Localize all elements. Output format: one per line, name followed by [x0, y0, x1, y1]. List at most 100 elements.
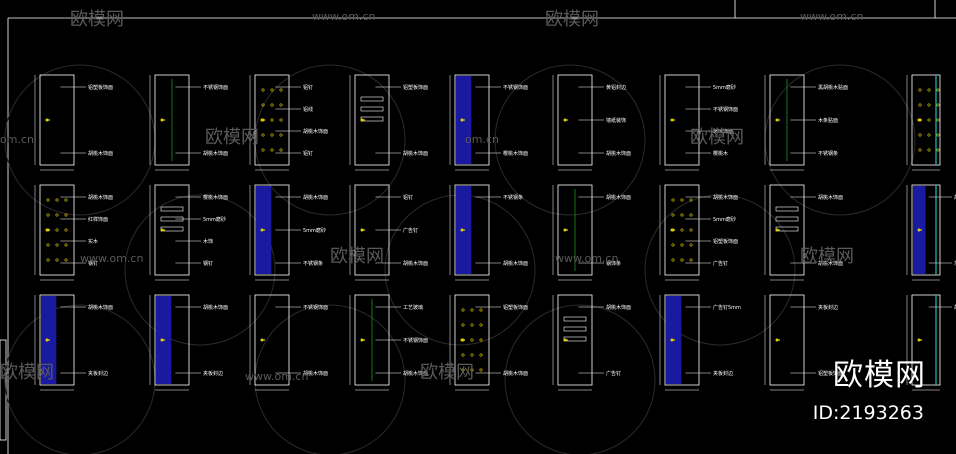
door-stud	[927, 133, 931, 137]
door-stud	[55, 258, 59, 262]
door-lock	[670, 228, 674, 232]
material-label: 5mm磨砂	[303, 227, 326, 234]
material-label: 铝塑板饰面	[88, 84, 113, 91]
material-label: 胡桃木饰面	[954, 194, 956, 201]
door-stud	[927, 103, 931, 107]
door-frame	[769, 294, 805, 386]
door-stud	[261, 148, 265, 152]
material-label: 广告钉	[403, 227, 418, 234]
door-lock	[460, 338, 464, 342]
material-label: 5mm磨砂	[713, 84, 736, 91]
corner-brand-logo: 欧模网	[833, 358, 926, 393]
door-elevations: 铝塑板饰面胡桃木饰面不锈钢饰面胡桃木饰面铝钉铝线胡桃木饰面铝钉铝塑板饰面胡桃木饰…	[34, 74, 956, 391]
corner-id-label: ID:2193263	[812, 402, 924, 424]
door-stud	[680, 198, 684, 202]
door-stud	[270, 88, 274, 92]
door-stud	[279, 103, 283, 107]
door-stud	[927, 148, 931, 152]
door-lock	[45, 228, 49, 232]
material-label: 胡桃木饰面	[203, 304, 228, 311]
material-label: 胡桃木饰面	[88, 304, 113, 311]
door-frame	[911, 74, 941, 166]
door-stud	[64, 243, 68, 247]
material-label: 不锈钢饰面	[203, 84, 228, 91]
door-slot	[360, 96, 384, 102]
door-frame	[154, 184, 190, 276]
door-stud	[918, 103, 922, 107]
door-lock	[670, 118, 674, 122]
door-lock	[563, 228, 567, 232]
door-frame	[664, 294, 700, 386]
door-stud	[936, 88, 940, 92]
door-lock	[160, 118, 164, 122]
door-lock	[460, 118, 464, 122]
material-label: 胡桃木饰面	[403, 370, 428, 377]
material-label: 胡桃木饰面	[818, 260, 843, 267]
material-label: 胡桃木饰面	[606, 304, 631, 311]
material-label: 胡桃木饰面	[303, 370, 328, 377]
door-stud	[461, 368, 465, 372]
door-slot	[360, 106, 384, 112]
door-stud	[479, 353, 483, 357]
door-stud	[479, 323, 483, 327]
door-stud	[55, 198, 59, 202]
door-stud	[461, 308, 465, 312]
material-label: 胡桃木饰面	[818, 194, 843, 201]
material-label: 不锈钢条	[303, 260, 323, 267]
door-stud	[470, 353, 474, 357]
door-stud	[470, 368, 474, 372]
door-frame	[454, 184, 490, 276]
watermark-brand: 欧模网	[0, 362, 54, 383]
door-frame	[154, 74, 190, 166]
material-label: 玻璃饰面	[713, 128, 733, 135]
door-stud	[927, 118, 931, 122]
door-stud	[461, 323, 465, 327]
material-label: 夹板封边	[818, 304, 838, 311]
door-stud	[270, 133, 274, 137]
watermark-brand: 欧模网	[205, 127, 259, 148]
door-stud	[279, 118, 283, 122]
watermark-brand: 欧模网	[420, 362, 474, 383]
material-label: 不锈钢条	[818, 150, 838, 157]
material-label: 不锈钢饰面	[713, 106, 738, 113]
door-lock	[260, 118, 264, 122]
door-stud	[936, 118, 940, 122]
watermark-url: www.om.cn	[800, 10, 863, 23]
door-stud	[479, 308, 483, 312]
material-label: 铝塑板饰面	[503, 304, 528, 311]
material-label: 胡桃木饰面	[88, 150, 113, 157]
door-stud	[470, 338, 474, 342]
material-label: 胡桃木饰面	[503, 370, 528, 377]
door-frame	[254, 74, 290, 166]
door-frame	[664, 184, 700, 276]
door-stud	[918, 133, 922, 137]
material-label: 木饰	[203, 238, 213, 245]
door-stud	[270, 148, 274, 152]
watermark-brand: 欧模网	[330, 246, 384, 267]
door-stud	[680, 258, 684, 262]
material-label: 樱桃木	[713, 150, 728, 157]
door-lock	[160, 228, 164, 232]
door-stud	[689, 243, 693, 247]
material-label: 不锈钢条	[503, 194, 523, 201]
material-label: 铝塑板饰面	[818, 370, 843, 377]
door-slot	[160, 206, 184, 212]
material-label: 广告钉	[713, 260, 728, 267]
door-stud	[64, 198, 68, 202]
material-label: 胡桃木饰面	[303, 194, 328, 201]
door-stud	[279, 148, 283, 152]
door-lock	[45, 118, 49, 122]
door-stud	[671, 243, 675, 247]
